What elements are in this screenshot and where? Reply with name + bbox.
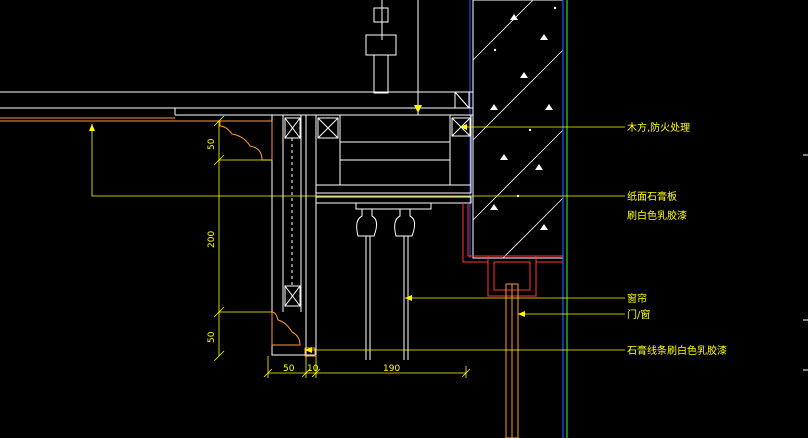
window-mullion xyxy=(505,283,519,438)
vertical-frame xyxy=(271,114,317,356)
label-wood-fireproof: 木方,防火处理 xyxy=(627,121,690,134)
concrete-wall xyxy=(472,0,564,259)
margin-ticks xyxy=(803,154,808,371)
timber-frame xyxy=(315,114,472,204)
label-door-window: 门/窗 xyxy=(627,308,650,321)
leader-lines xyxy=(91,124,625,351)
dim-vertical-top: 50 xyxy=(207,138,217,150)
label-gypsum-board: 纸面石膏板 xyxy=(627,190,677,203)
leader-arrows xyxy=(89,124,525,353)
plaster-molding xyxy=(219,120,316,357)
dim-vertical-bottom: 50 xyxy=(207,331,217,343)
dim-vertical-mid: 200 xyxy=(207,231,217,248)
label-plaster-molding: 石膏线条刷白色乳胶漆 xyxy=(627,344,727,357)
dim-horizontal-left: 50 xyxy=(283,364,295,374)
dim-horizontal-right: 190 xyxy=(383,364,400,374)
ceiling-hanger xyxy=(365,0,422,115)
dim-horizontal-small: 10 xyxy=(307,364,319,374)
ceiling-slab xyxy=(0,91,473,122)
dimension-lines xyxy=(213,115,471,378)
curtain-track xyxy=(355,202,432,360)
label-curtain: 窗帘 xyxy=(627,292,647,305)
label-gypsum-paint: 刷白色乳胶漆 xyxy=(627,209,687,222)
